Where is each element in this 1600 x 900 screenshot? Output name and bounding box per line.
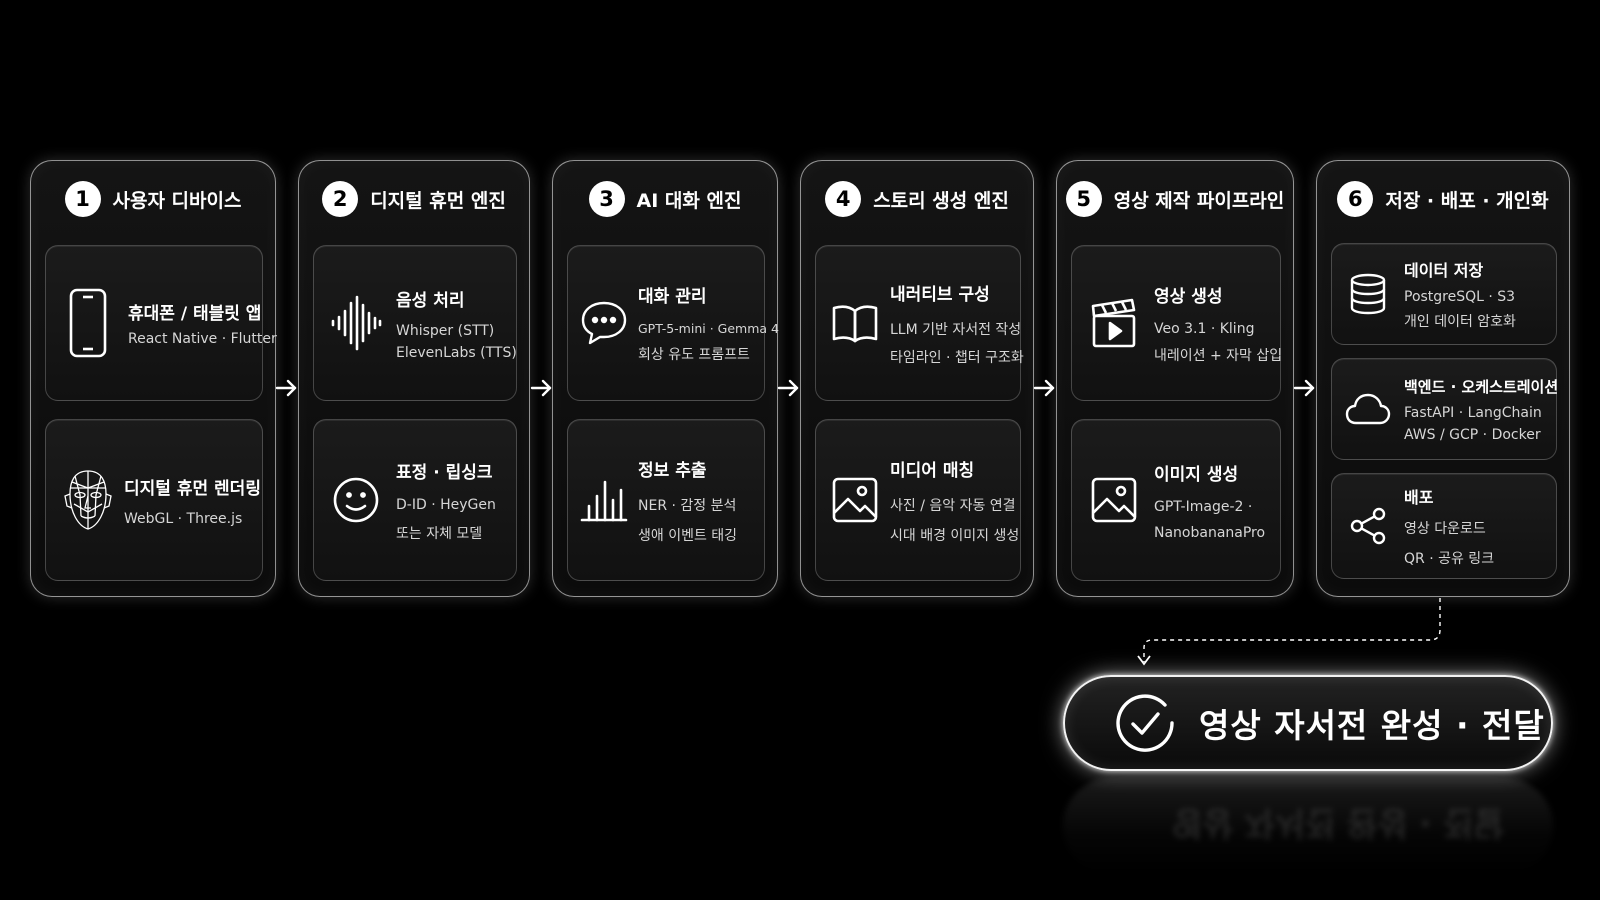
smiley-face-icon xyxy=(328,476,384,524)
card-title: 정보 추출 xyxy=(638,460,707,481)
open-book-icon xyxy=(828,303,882,343)
card-detail: 또는 자체 모델 xyxy=(396,525,483,542)
card-distribution: 배포 영상 다운로드 QR · 공유 링크 xyxy=(1331,473,1557,579)
stage-number-badge: 1 xyxy=(64,181,101,217)
cloud-icon xyxy=(1344,392,1392,426)
card-narrative-composition: 내러티브 구성 LLM 기반 자서전 작성 타임라인 · 챕터 구조화 xyxy=(815,245,1024,401)
card-digital-human-rendering: 디지털 휴먼 렌더링 WebGL · Three.js xyxy=(45,419,263,581)
card-title: 표정 · 립싱크 xyxy=(396,462,493,483)
card-detail: 내레이션 + 자막 삽입 xyxy=(1154,347,1283,364)
stage-column-storage-distribution: 6 저장 · 배포 · 개인화 데이터 저장 PostgreSQL · S3 개… xyxy=(1316,160,1570,597)
stage-header: 5 영상 제작 파이프라인 xyxy=(1057,181,1293,217)
card-title: 미디어 매칭 xyxy=(890,460,975,481)
sound-wave-icon xyxy=(328,295,384,351)
stage-title: 사용자 디바이스 xyxy=(112,189,242,212)
card-expression-lipsync: 표정 · 립싱크 D-ID · HeyGen 또는 자체 모델 xyxy=(313,419,517,581)
card-title: 휴대폰 / 태블릿 앱 xyxy=(128,304,262,324)
stage-column-video-pipeline: 5 영상 제작 파이프라인 영상 생성 Veo 3.1 · Kling 내레이션… xyxy=(1056,160,1294,597)
flow-arrow-icon xyxy=(530,379,552,397)
card-image-generation: 이미지 생성 GPT-Image-2 · NanobananaPro xyxy=(1071,419,1281,581)
card-detail: GPT-5-mini · Gemma 4 xyxy=(638,321,779,336)
share-icon xyxy=(1344,506,1392,546)
stage-title: 디지털 휴먼 엔진 xyxy=(370,189,506,212)
card-detail: NER · 감정 분석 xyxy=(638,497,737,514)
final-delivery-pill: 영상 자서전 완성 · 전달 xyxy=(1063,675,1553,771)
flow-arrow-icon xyxy=(1033,379,1055,397)
card-data-storage: 데이터 저장 PostgreSQL · S3 개인 데이터 암호화 xyxy=(1331,243,1557,345)
card-detail: Veo 3.1 · Kling xyxy=(1154,320,1255,337)
stage-title: 저장 · 배포 · 개인화 xyxy=(1385,189,1549,212)
card-title: 내러티브 구성 xyxy=(890,284,990,305)
card-media-matching: 미디어 매칭 사진 / 음악 자동 연결 시대 배경 이미지 생성 xyxy=(815,419,1021,581)
final-pill-reflection: 영상 자서전 완성 · 전달 xyxy=(1063,778,1553,874)
check-circle-icon xyxy=(1113,691,1177,755)
dashed-connector xyxy=(1137,598,1441,666)
stage-number-badge: 3 xyxy=(588,181,625,217)
card-detail: 사진 / 음악 자동 연결 xyxy=(890,497,1016,514)
card-detail: 회상 유도 프롬프트 xyxy=(638,347,750,363)
stage-title: AI 대화 엔진 xyxy=(636,189,742,212)
stage-header: 3 AI 대화 엔진 xyxy=(553,181,777,217)
stage-column-story-generation-engine: 4 스토리 생성 엔진 내러티브 구성 LLM 기반 자서전 작성 타임라인 ·… xyxy=(800,160,1034,597)
stage-number-badge: 4 xyxy=(825,181,862,217)
flow-arrow-icon xyxy=(777,379,799,397)
stage-header: 1 사용자 디바이스 xyxy=(31,181,275,217)
reflection-label: 영상 자서전 완성 · 전달 xyxy=(1172,804,1504,843)
stage-title: 스토리 생성 엔진 xyxy=(873,189,1009,212)
card-title: 데이터 저장 xyxy=(1404,261,1484,280)
card-title: 백엔드 · 오케스트레이션 xyxy=(1404,377,1559,396)
stage-header: 4 스토리 생성 엔진 xyxy=(801,181,1033,217)
card-title: 이미지 생성 xyxy=(1154,464,1239,485)
image-icon xyxy=(828,477,882,523)
flow-arrow-icon xyxy=(275,379,297,397)
card-detail: NanobananaPro xyxy=(1154,524,1266,541)
card-video-generation: 영상 생성 Veo 3.1 · Kling 내레이션 + 자막 삽입 xyxy=(1071,245,1283,401)
card-detail: 개인 데이터 암호화 xyxy=(1404,314,1516,330)
card-information-extraction: 정보 추출 NER · 감정 분석 생애 이벤트 태깅 xyxy=(567,419,765,581)
final-label: 영상 자서전 완성 · 전달 xyxy=(1199,706,1545,745)
card-title: 음성 처리 xyxy=(396,290,465,311)
card-voice-processing: 음성 처리 Whisper (STT) ElevenLabs (TTS) xyxy=(313,245,517,401)
face-mesh-icon xyxy=(58,468,118,532)
card-detail: 영상 다운로드 xyxy=(1404,521,1486,537)
card-detail: LLM 기반 자서전 작성 xyxy=(890,321,1022,338)
stage-column-user-device: 1 사용자 디바이스 휴대폰 / 태블릿 앱 React Native · Fl… xyxy=(30,160,277,597)
stage-column-digital-human-engine: 2 디지털 휴먼 엔진 음성 처리 Whisper (STT) ElevenLa… xyxy=(298,160,530,597)
stage-number-badge: 5 xyxy=(1065,181,1102,217)
card-detail: AWS / GCP · Docker xyxy=(1404,426,1541,443)
card-dialogue-management: 대화 관리 GPT-5-mini · Gemma 4 회상 유도 프롬프트 xyxy=(567,245,779,401)
card-detail: PostgreSQL · S3 xyxy=(1404,289,1516,305)
stage-header: 6 저장 · 배포 · 개인화 xyxy=(1317,181,1569,217)
card-detail: 시대 배경 이미지 생성 xyxy=(890,527,1020,544)
card-detail: ElevenLabs (TTS) xyxy=(396,344,517,361)
flow-arrow-icon xyxy=(1293,379,1315,397)
card-title: 디지털 휴먼 렌더링 xyxy=(124,478,261,499)
card-detail: D-ID · HeyGen xyxy=(396,496,496,513)
card-title: 대화 관리 xyxy=(638,287,707,307)
image-icon xyxy=(1086,477,1142,523)
smartphone-icon xyxy=(58,287,118,359)
card-detail: QR · 공유 링크 xyxy=(1404,551,1495,567)
card-detail: 생애 이벤트 태깅 xyxy=(638,527,738,544)
stage-number-badge: 2 xyxy=(322,181,359,217)
card-detail: FastAPI · LangChain xyxy=(1404,404,1542,421)
bar-chart-icon xyxy=(578,478,630,522)
clapperboard-icon xyxy=(1086,298,1142,348)
stage-title: 영상 제작 파이프라인 xyxy=(1113,189,1285,212)
card-title: 배포 xyxy=(1404,488,1434,507)
card-mobile-app: 휴대폰 / 태블릿 앱 React Native · Flutter xyxy=(45,245,277,401)
card-detail: Whisper (STT) xyxy=(396,322,495,339)
card-backend-orchestration: 백엔드 · 오케스트레이션 FastAPI · LangChain AWS / … xyxy=(1331,358,1559,460)
stage-number-badge: 6 xyxy=(1337,181,1374,217)
card-detail: WebGL · Three.js xyxy=(124,510,243,527)
stage-header: 2 디지털 휴먼 엔진 xyxy=(299,181,529,217)
card-detail: 타임라인 · 챕터 구조화 xyxy=(890,349,1024,366)
chat-bubble-icon xyxy=(578,300,630,346)
stage-column-ai-dialogue-engine: 3 AI 대화 엔진 대화 관리 GPT-5-mini · Gemma 4 회상… xyxy=(552,160,779,597)
card-detail: GPT-Image-2 · xyxy=(1154,498,1253,515)
card-title: 영상 생성 xyxy=(1154,286,1223,307)
card-detail: React Native · Flutter xyxy=(128,331,277,347)
database-icon xyxy=(1344,273,1392,315)
